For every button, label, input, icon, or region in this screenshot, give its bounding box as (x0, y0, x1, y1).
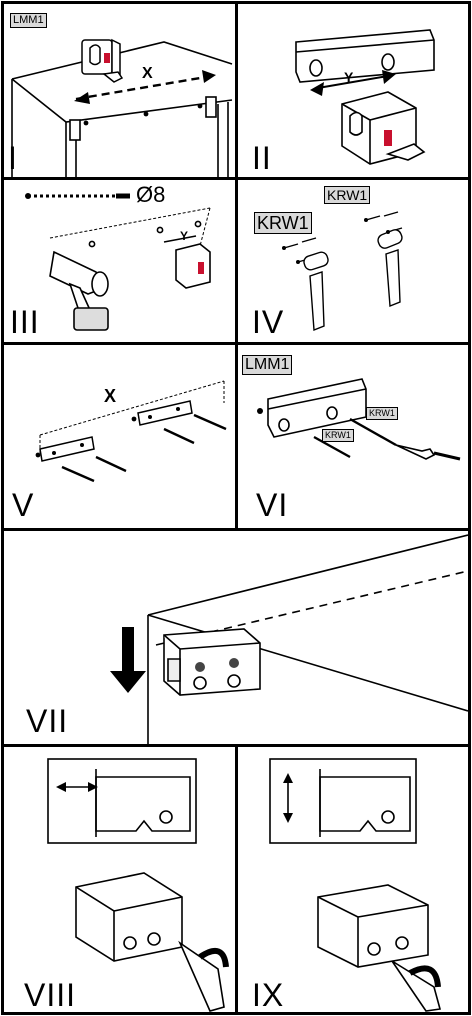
panel-step-6: LMM1 KRW1 KRW1 VI (238, 345, 468, 528)
krw1-label-left: KRW1 (254, 212, 312, 234)
divider-row-4 (1, 744, 471, 747)
panel-1-illustration (11, 38, 233, 177)
step-number-7: VII (26, 703, 69, 739)
dimension-x-label-step-5: X (104, 386, 117, 406)
step-number-9: IX (252, 977, 285, 1013)
dimension-y-label: Y (344, 69, 354, 85)
step-number-4: IV (252, 304, 285, 340)
lmm1-label-step-6: LMM1 (242, 355, 293, 375)
panel-step-1: LMM1 X I (4, 4, 235, 177)
panel-step-7: VII (4, 531, 468, 744)
step-number-1: I (8, 140, 18, 176)
panel-7-illustration (110, 534, 468, 744)
divider-row-1 (1, 177, 471, 180)
panel-step-2: Y II (238, 4, 468, 177)
step-number-6: VI (256, 487, 289, 523)
step-number-3: III (10, 304, 40, 340)
panel-step-9: IX (238, 747, 468, 1013)
dimension-x-label: X (142, 65, 153, 82)
lmm1-label: LMM1 (10, 13, 47, 28)
divider-col-2 (235, 745, 238, 1015)
panel-8-illustration (47, 758, 229, 1012)
divider-row-2 (1, 342, 471, 345)
panel-step-4: KRW1 KRW1 IV (238, 180, 468, 342)
panel-4-illustration (282, 211, 403, 332)
divider-col-1 (235, 1, 238, 529)
krw1-label-upper: KRW1 (366, 407, 398, 420)
panel-step-8: VIII (4, 747, 235, 1013)
panel-6-illustration (257, 378, 461, 461)
panel-step-5: X V (4, 345, 235, 528)
panel-3-illustration (25, 193, 211, 331)
dimension-y-label-step-3: Y (180, 229, 189, 243)
krw1-label-top: KRW1 (324, 186, 371, 204)
step-number-2: II (252, 140, 272, 176)
panel-5-illustration (35, 380, 227, 483)
krw1-label-lower: KRW1 (322, 429, 354, 442)
panel-2-illustration (295, 29, 435, 165)
step-number-8: VIII (24, 977, 77, 1013)
drill-size-label: Ø8 (136, 182, 166, 207)
panel-step-3: Ø8 Y III (4, 180, 235, 342)
step-number-5: V (12, 487, 35, 523)
panel-9-illustration (269, 758, 442, 1012)
divider-row-3 (1, 528, 471, 531)
